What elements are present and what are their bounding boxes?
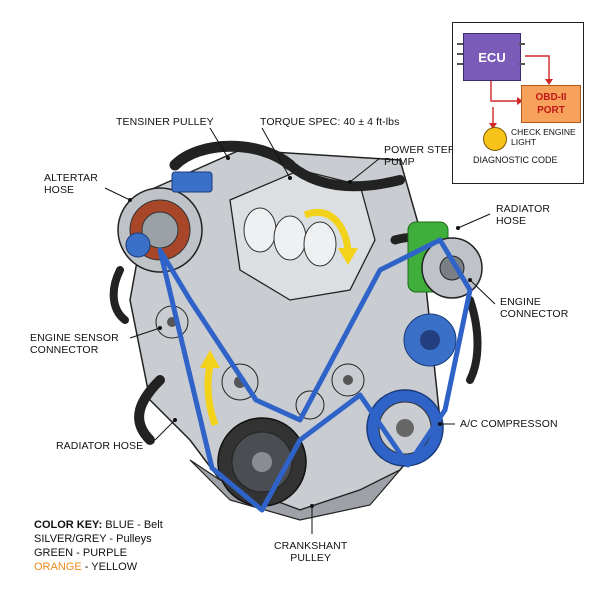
color-key-belt: BLUE - Belt (102, 519, 163, 531)
color-key-title: COLOR KEY: (34, 519, 103, 531)
chip-pin (457, 43, 463, 45)
ecu-inset: ECU OBD-II PORT CHECK ENGINE LIGHT DIAGN… (452, 22, 584, 184)
callout-lines (104, 127, 496, 534)
color-key-yellow: - YELLOW (81, 561, 138, 573)
color-key-orange: ORANGE (34, 561, 82, 573)
color-key-pulleys: SILVER/GREY - Pulleys (34, 533, 152, 545)
color-key: COLOR KEY: BLUE - Belt SILVER/GREY - Pul… (34, 518, 163, 574)
rotation-arrow-left (204, 364, 219, 427)
green-pulley (407, 221, 483, 299)
chip-pin (457, 53, 463, 55)
chip-pin (519, 43, 525, 45)
label-radiator-hose-right: RADIATOR HOSE (496, 203, 551, 227)
label-ac-compressor: A/C COMPRESSON (460, 418, 558, 430)
engine-block (109, 140, 482, 521)
color-key-row: COLOR KEY: BLUE - Belt (34, 518, 163, 532)
serpentine-belt (157, 237, 473, 513)
color-key-row: ORANGE - YELLOW (34, 560, 163, 574)
alternator (117, 171, 213, 273)
chip-pin (457, 63, 463, 65)
obd-label: OBD-II PORT (535, 92, 567, 116)
rotation-arrow-top (303, 209, 352, 251)
label-tensioner-pulley: TENSINER PULLEY (116, 116, 214, 128)
label-engine-sensor-connector: ENGINE SENSOR CONNECTOR (30, 332, 119, 356)
chip-icon: ECU (463, 33, 521, 81)
label-radiator-hose-left: RADIATOR HOSE (56, 440, 144, 452)
label-crankshaft-pulley: CRANKSHANT PULLEY (274, 540, 348, 564)
arrow-head-left (200, 350, 220, 368)
crankshaft-pulley (217, 417, 307, 507)
label-alternator-hose: ALTERTAR HOSE (44, 172, 98, 196)
chip-pin (519, 63, 525, 65)
blue-component (403, 313, 457, 367)
diagnostic-code-label: DIAGNOSTIC CODE (473, 155, 558, 165)
ecu-connections (489, 55, 553, 129)
obd-port: OBD-II PORT (521, 85, 581, 123)
check-engine-icon (483, 127, 507, 151)
arrow-head-top (338, 248, 358, 265)
color-key-green: GREEN - PURPLE (34, 547, 127, 559)
idler-pulleys (155, 305, 365, 420)
check-engine-label: CHECK ENGINE LIGHT (511, 127, 576, 147)
label-torque-spec: TORQUE SPEC: 40 ± 4 ft-lbs (260, 116, 400, 128)
label-engine-connector: ENGINE CONNECTOR (500, 296, 569, 320)
ecu-label: ECU (478, 49, 506, 65)
